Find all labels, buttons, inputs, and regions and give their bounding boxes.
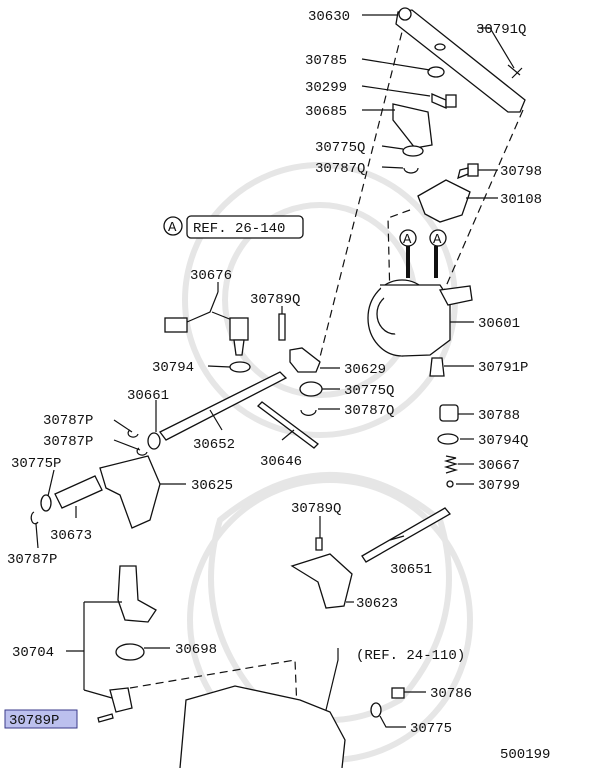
reference-a[interactable]: A REF. 26-140 [163,215,304,239]
pin-30789P[interactable] [97,713,114,723]
pin-30791P[interactable] [429,357,445,377]
label-30775Q-mid[interactable]: 30775Q [344,383,394,399]
assembly-guide-lines [129,19,524,736]
clip-30787Q-top[interactable] [403,167,419,174]
spring-30673[interactable] [54,475,103,509]
fork-30623[interactable] [290,553,353,609]
label-30794[interactable]: 30794 [152,360,194,376]
label-30789Q-mid[interactable]: 30789Q [250,292,300,308]
arrow-a2-label: A [433,232,442,248]
label-30789Q-low[interactable]: 30789Q [291,501,341,517]
lever-30629[interactable] [289,347,321,373]
label-30787P-a[interactable]: 30787P [43,413,93,429]
ref-24-110[interactable]: (REF. 24-110) [356,648,465,664]
ball-30799[interactable] [446,480,454,488]
ref-a-text: REF. 26-140 [193,221,285,237]
pin-30789Q-mid[interactable] [278,313,286,341]
label-30787P-b[interactable]: 30787P [43,434,93,450]
label-30794Q[interactable]: 30794Q [478,433,528,449]
arrow-a-markers: A A [399,229,447,278]
label-30798[interactable]: 30798 [500,164,542,180]
label-30775[interactable]: 30775 [410,721,452,737]
plug-30788[interactable] [439,404,459,422]
label-30704[interactable]: 30704 [12,645,54,661]
clip-30787Q-mid[interactable] [300,409,317,416]
label-30299[interactable]: 30299 [305,80,347,96]
label-30799[interactable]: 30799 [478,478,520,494]
label-30601[interactable]: 30601 [478,316,520,332]
label-30789P[interactable]: 30789P [9,713,59,729]
diagram-number: 500199 [500,747,550,763]
label-30623[interactable]: 30623 [356,596,398,612]
select-lever-30630[interactable] [395,7,526,113]
label-30630[interactable]: 30630 [308,9,350,25]
label-30787P-c[interactable]: 30787P [7,552,57,568]
label-30791P[interactable]: 30791P [478,360,528,376]
label-30785[interactable]: 30785 [305,53,347,69]
lever-30704[interactable] [117,565,157,623]
rod-30646[interactable] [257,401,319,449]
bracket-30685[interactable] [392,103,433,149]
shaft-30651[interactable] [361,507,451,563]
bolt-30798[interactable] [457,163,479,180]
washer-30794[interactable] [229,361,251,373]
transmission-case [179,685,346,768]
arrow-a1-label: A [403,232,412,248]
spring-30667[interactable] [443,455,459,474]
label-30676[interactable]: 30676 [190,268,232,284]
label-30661[interactable]: 30661 [127,388,169,404]
washer-30785[interactable] [427,66,445,78]
label-30791Q[interactable]: 30791Q [476,22,526,38]
pin-30789Q-low[interactable] [315,537,323,551]
label-30625[interactable]: 30625 [191,478,233,494]
label-30698[interactable]: 30698 [175,642,217,658]
label-30685[interactable]: 30685 [305,104,347,120]
label-30629[interactable]: 30629 [344,362,386,378]
shaft-30652[interactable] [159,371,288,441]
label-30787Q-top[interactable]: 30787Q [315,161,365,177]
label-30673[interactable]: 30673 [50,528,92,544]
label-30788[interactable]: 30788 [478,408,520,424]
label-30651[interactable]: 30651 [390,562,432,578]
bolt-30299[interactable] [431,93,457,109]
bushing-30698[interactable] [115,643,145,661]
label-30786[interactable]: 30786 [430,686,472,702]
washer-30775P[interactable] [40,494,52,512]
lever-30704-lower[interactable] [109,687,133,713]
label-30787Q-mid[interactable]: 30787Q [344,403,394,419]
washer-30775Q-mid[interactable] [299,381,323,397]
switch-30676[interactable] [164,291,249,356]
washer-30794Q[interactable] [437,433,459,445]
label-30652[interactable]: 30652 [193,437,235,453]
cable-drum-30601[interactable] [367,279,473,357]
bolt-30786[interactable] [391,687,405,699]
label-30108[interactable]: 30108 [500,192,542,208]
watermark-emblem [182,162,473,763]
bracket-30108[interactable] [417,179,471,223]
highlight-30789P [4,709,78,729]
clip-30787P-a[interactable] [127,429,139,438]
ref-a-letter: A [168,220,177,236]
label-30667[interactable]: 30667 [478,458,520,474]
fork-30625[interactable] [99,455,161,529]
washer-30775Q-top[interactable] [402,145,424,157]
seal-30661[interactable] [147,432,161,450]
clip-30787P-c[interactable] [30,511,39,525]
part-labels: 30630 30791Q 30785 30299 30685 30775Q 30… [7,9,550,763]
leader-lines [35,14,515,728]
washer-30775[interactable] [370,702,382,718]
clip-30791Q[interactable] [507,64,523,79]
label-30775Q-top[interactable]: 30775Q [315,140,365,156]
label-30775P[interactable]: 30775P [11,456,61,472]
label-30646[interactable]: 30646 [260,454,302,470]
